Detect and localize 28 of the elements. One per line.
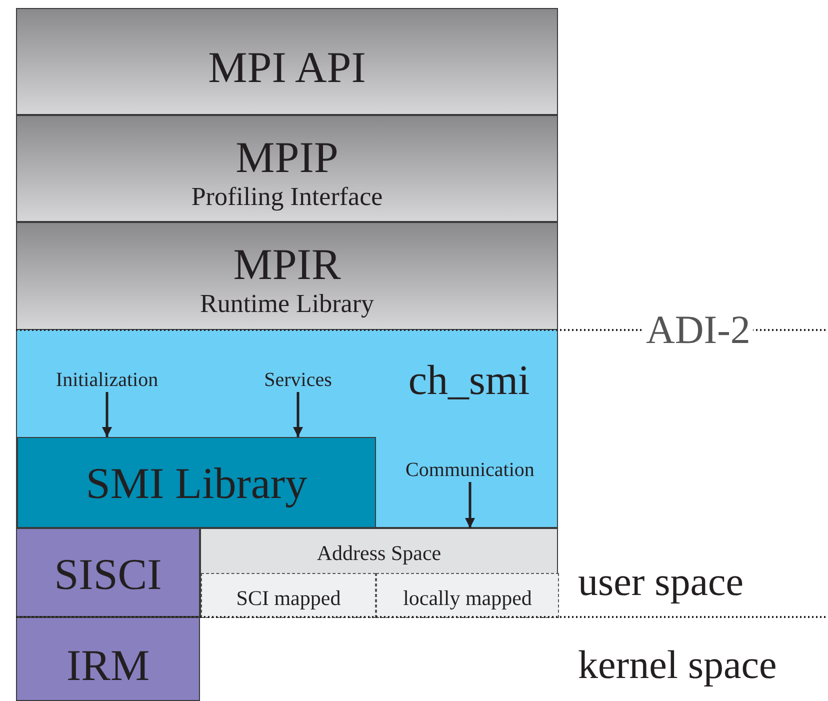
region-box — [201, 573, 376, 618]
layer-box — [16, 528, 200, 617]
box-title: Address Space — [316, 543, 442, 564]
layer-box — [16, 222, 558, 330]
box-subtitle: Profiling Interface — [190, 184, 384, 210]
arrow — [465, 482, 475, 528]
box-title: MPIP — [234, 136, 340, 180]
annotation-text: Initialization — [54, 370, 160, 390]
layer-box — [16, 115, 558, 222]
layer-box — [16, 330, 558, 528]
address-space-box — [200, 528, 558, 617]
box-title: IRM — [65, 644, 151, 688]
box-title: MPI API — [207, 46, 367, 90]
region-box — [376, 573, 559, 618]
box-title: SISCI — [53, 553, 163, 597]
box-title: ch_smi — [407, 360, 531, 402]
layer-box — [16, 8, 558, 115]
box-title: MPIR — [232, 243, 342, 287]
arrow — [102, 392, 112, 437]
box-title: SCI mapped — [235, 588, 342, 609]
annotation-text: Services — [263, 370, 333, 390]
box-title: locally mapped — [402, 588, 533, 609]
library-box — [17, 437, 376, 528]
annotation-text: Communication — [404, 460, 536, 480]
box-title: SMI Library — [84, 462, 308, 506]
layer-box — [16, 617, 200, 701]
box-subtitle: Runtime Library — [198, 291, 375, 317]
arrow — [293, 392, 303, 437]
